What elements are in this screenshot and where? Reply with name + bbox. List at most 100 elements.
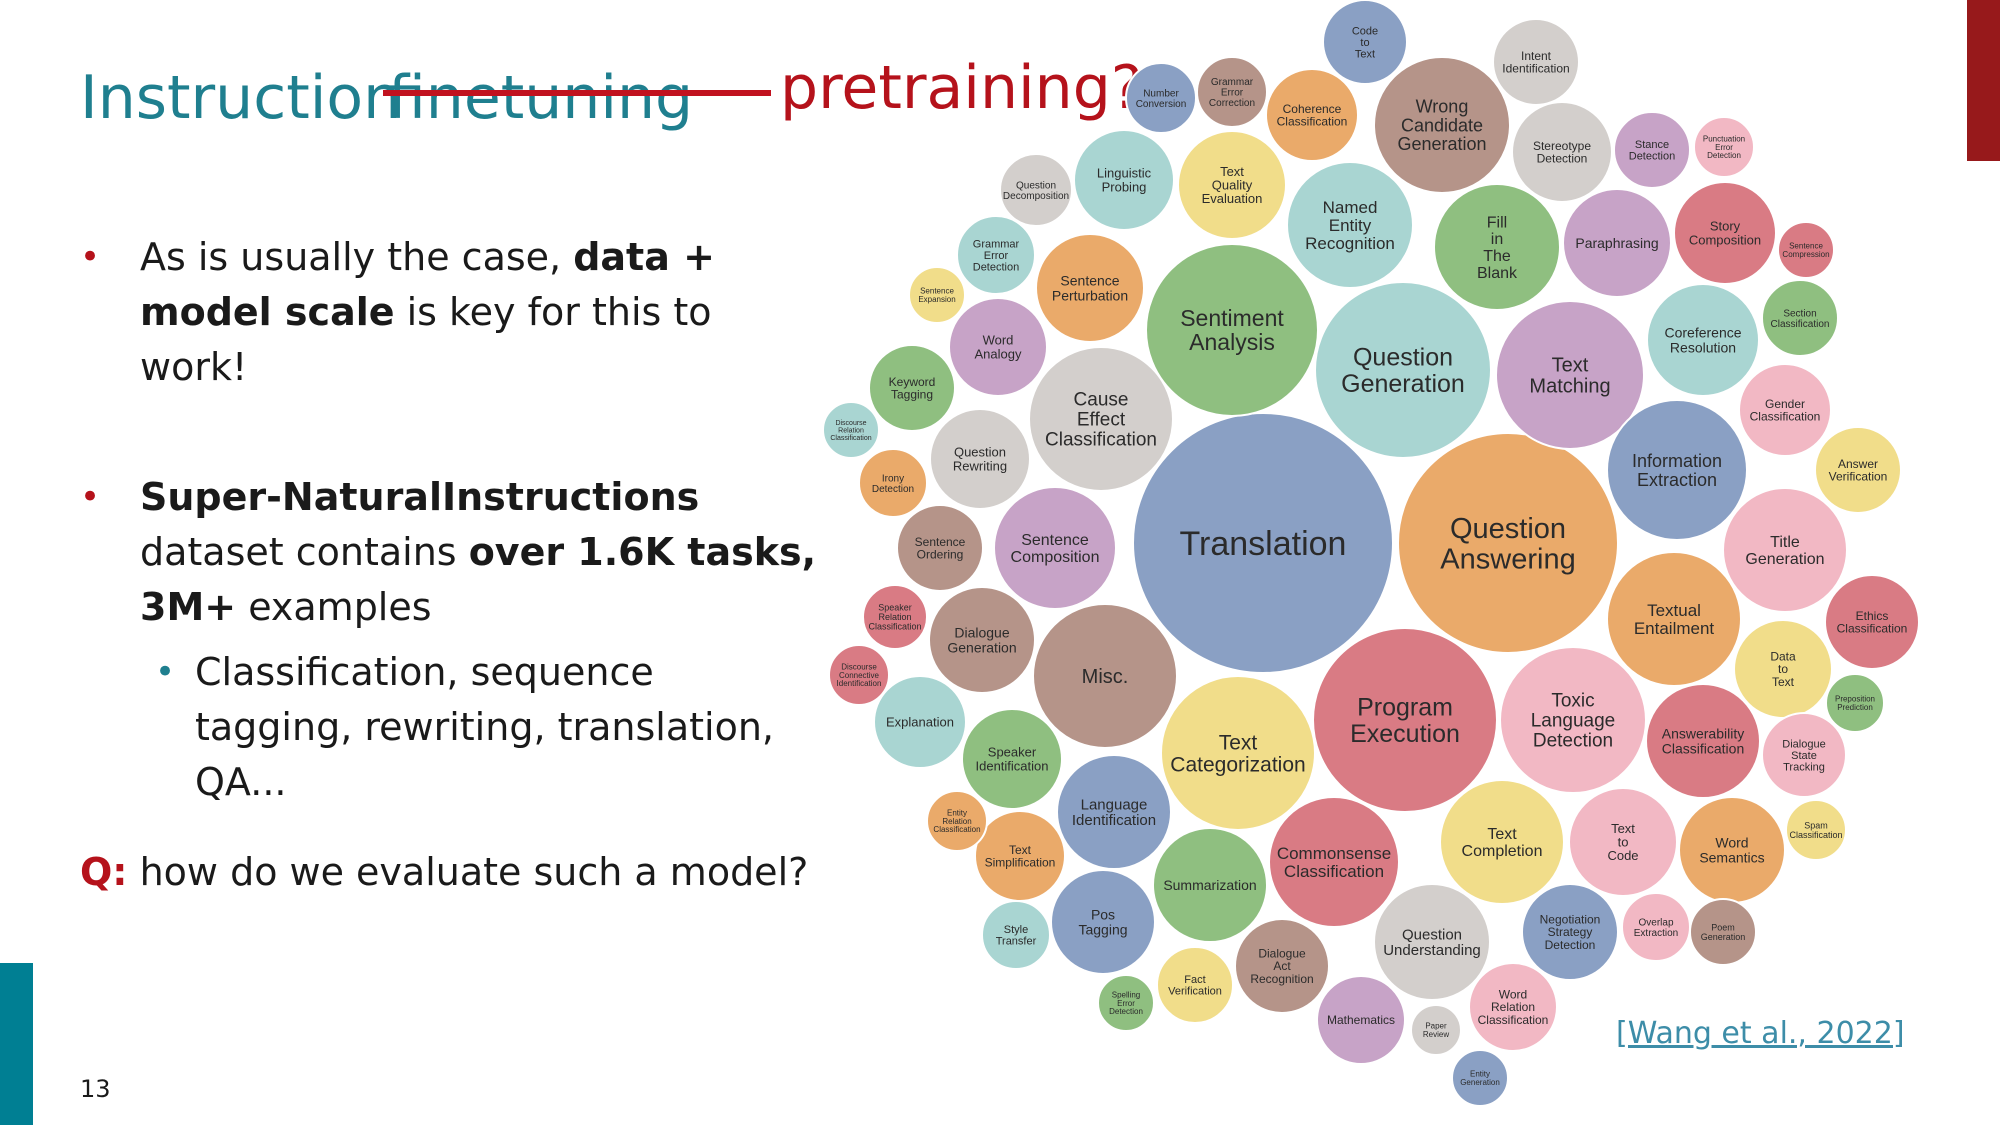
task-bubble-circle	[1177, 130, 1287, 240]
task-bubble-circle	[1814, 426, 1902, 514]
task-bubble-circle	[1152, 827, 1268, 943]
sub-bullet-task-types: • Classification, sequence tagging, rewr…	[80, 645, 820, 810]
task-bubble-circle	[1125, 62, 1197, 134]
bullet-text: dataset contains	[140, 530, 469, 574]
task-bubble-circle	[1673, 181, 1777, 285]
task-bubble-circle	[1314, 281, 1492, 459]
bullet-dataset: • Super-NaturalInstructions dataset cont…	[80, 470, 820, 635]
task-bubble-circle	[926, 790, 988, 852]
task-count: over 1.6K tasks,	[468, 530, 817, 574]
task-bubble-circle	[822, 401, 880, 459]
task-bubble-circle	[1777, 221, 1835, 279]
task-bubble-circle	[1156, 946, 1234, 1024]
bullet-text: is key for this to work!	[140, 290, 712, 389]
task-bubble-circle	[1606, 551, 1742, 687]
task-bubble-explanation: Explanation	[873, 675, 967, 769]
task-bubble-circle	[929, 408, 1031, 510]
task-bubble-label: Explanation	[886, 715, 954, 730]
task-bubble-circle	[928, 586, 1036, 694]
task-bubble-circle	[1312, 627, 1498, 813]
task-bubble-circle	[948, 297, 1048, 397]
task-bubble-circle	[1568, 787, 1678, 897]
task-bubble-circle	[1613, 111, 1691, 189]
task-bubble-circle	[1645, 683, 1761, 799]
task-bubble-label: Misc.	[1082, 666, 1129, 688]
task-bubble-circle	[868, 344, 956, 432]
task-bubble-circle	[1373, 883, 1491, 1001]
task-bubble-circle	[1492, 18, 1580, 106]
task-bubble-circle	[1521, 883, 1619, 981]
accent-bar-left	[0, 963, 33, 1125]
task-bubble-mathematics: Mathematics	[1316, 975, 1406, 1065]
task-bubble-circle	[1286, 161, 1414, 289]
task-bubble-circle	[1511, 101, 1613, 203]
task-bubble-circle	[1322, 0, 1408, 85]
citation-link[interactable]: [Wang et al., 2022]	[1616, 1016, 1905, 1051]
task-bubble-label: Paraphrasing	[1575, 235, 1658, 251]
question-label: Q:	[80, 850, 128, 894]
task-bubble-circle	[1265, 68, 1359, 162]
task-bubble-circle	[1761, 279, 1839, 357]
task-bubble-circle	[1499, 646, 1647, 794]
title-struck-word: finetuning	[388, 63, 694, 133]
task-bubble-circle	[1056, 754, 1172, 870]
